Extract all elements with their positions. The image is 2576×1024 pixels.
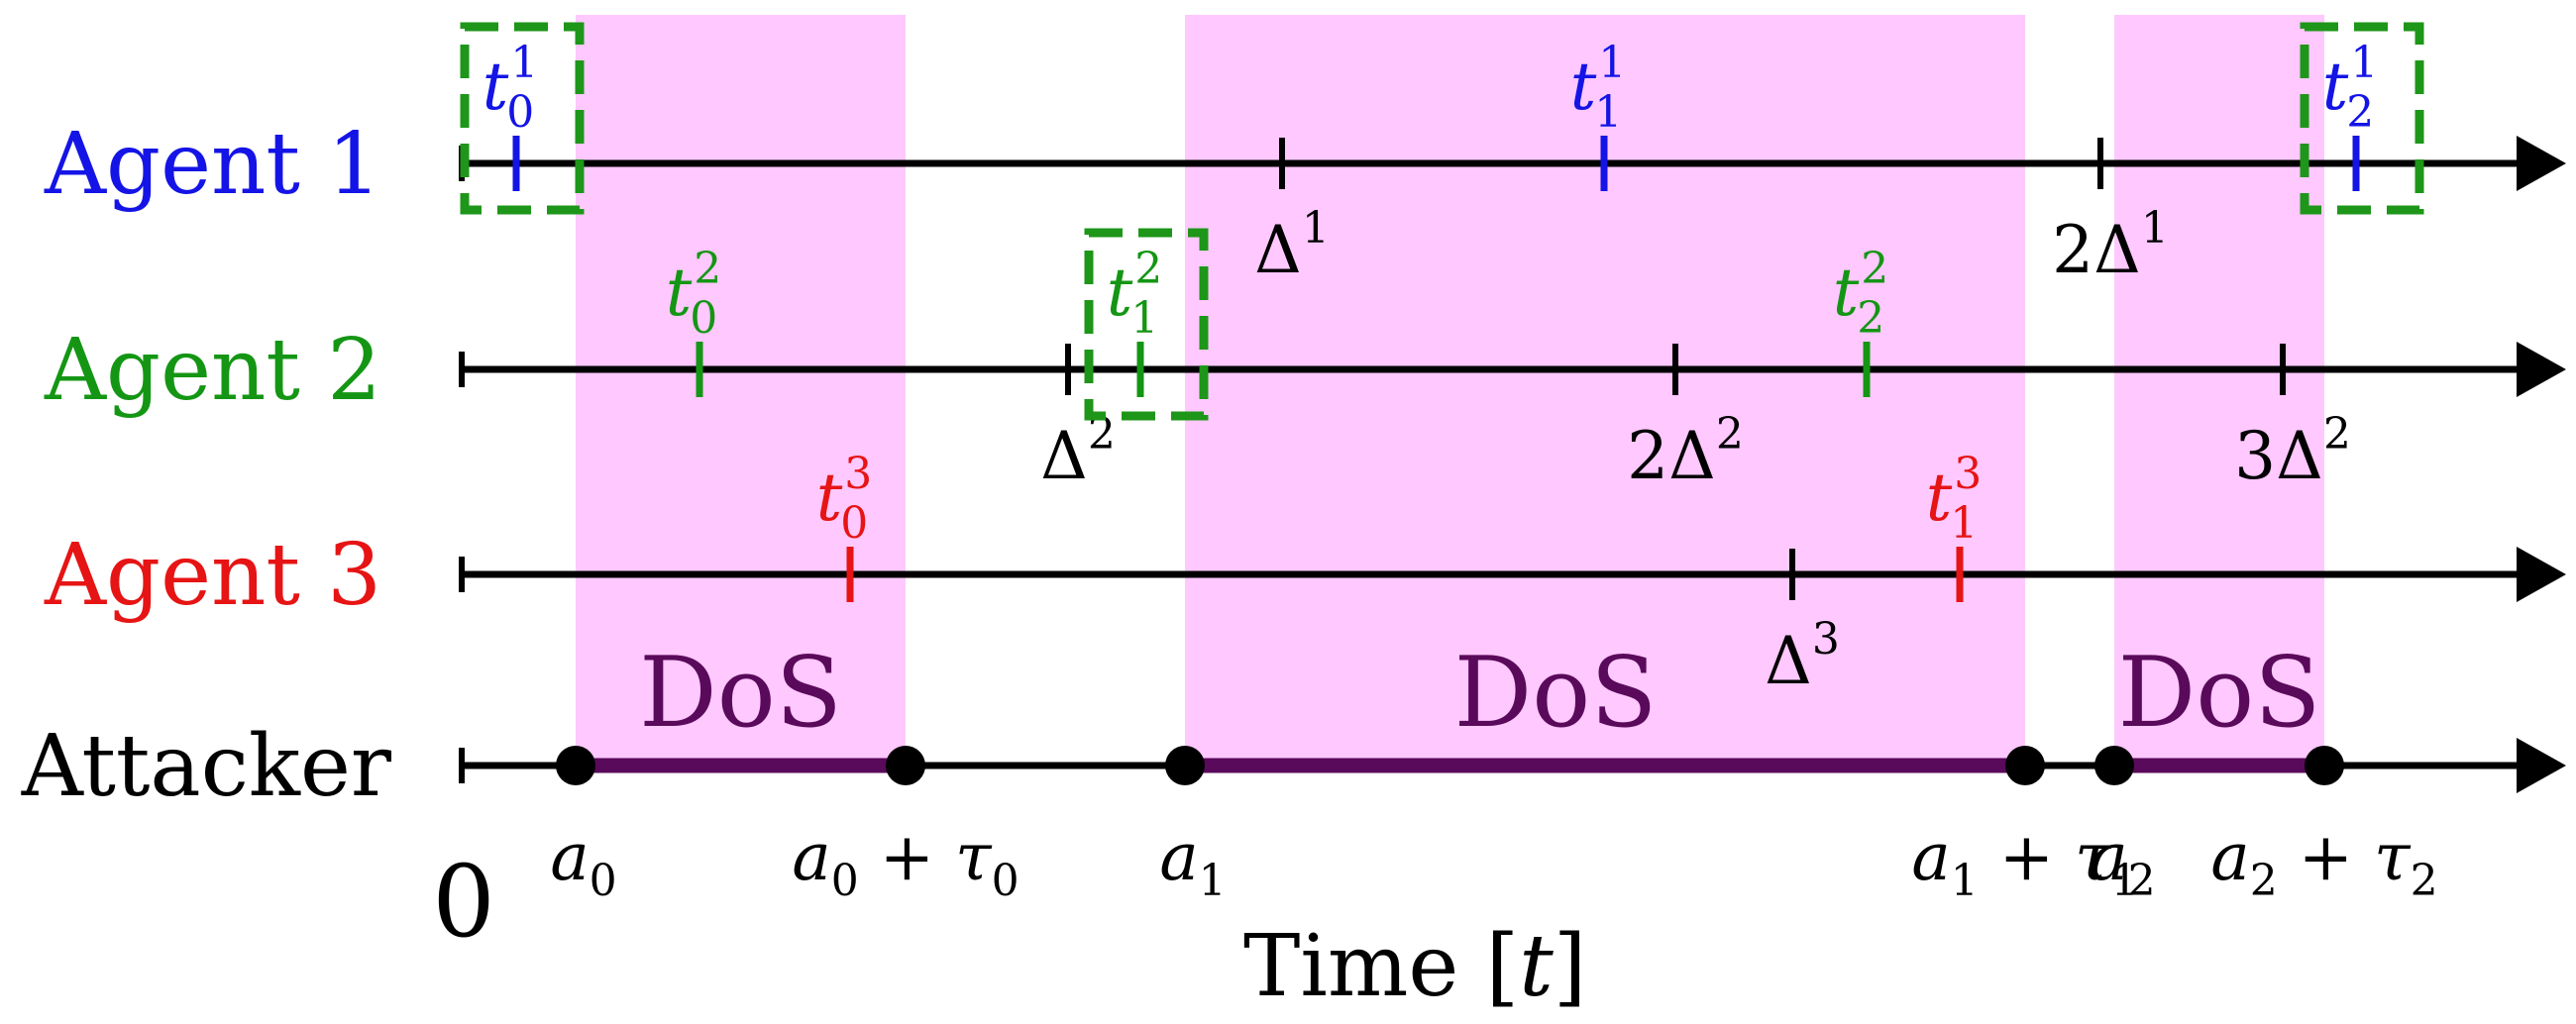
attack-end-label-2: a2 + τ2 xyxy=(2210,819,2437,906)
attack-end-label-0: a0 + τ0 xyxy=(792,819,1019,906)
agent2-period-label-2: 3Δ2 xyxy=(2234,409,2351,494)
agent2-event-label-2: t22 xyxy=(1833,244,1889,344)
agent2-arrow xyxy=(2517,342,2566,397)
agent3-label: Agent 3 xyxy=(44,526,381,625)
attack-start-dot-0 xyxy=(556,746,595,785)
attacker-arrow xyxy=(2517,738,2566,793)
agent3-event-label-0: t03 xyxy=(816,449,873,549)
attack-start-label-0: a0 xyxy=(550,819,616,906)
dos-label-2: DoS xyxy=(2118,637,2321,750)
attack-start-dot-2 xyxy=(2094,746,2134,785)
agent2-period-label-0: Δ2 xyxy=(1040,409,1116,494)
agent2-label: Agent 2 xyxy=(44,321,381,420)
dos-band-0 xyxy=(576,15,906,766)
agent1-label: Agent 1 xyxy=(44,115,381,214)
agent2-event-label-1: t12 xyxy=(1107,244,1163,344)
attack-end-dot-2 xyxy=(2305,746,2344,785)
agent1-arrow xyxy=(2517,136,2566,191)
attack-end-dot-1 xyxy=(2005,746,2045,785)
agent2-event-label-0: t02 xyxy=(666,244,722,344)
x-axis-label: Time [t] xyxy=(1243,917,1586,1016)
attack-start-label-1: a1 xyxy=(1159,819,1226,906)
agent1-event-label-0: t01 xyxy=(483,38,539,138)
agent1-event-box-0 xyxy=(460,22,585,215)
attack-start-dot-1 xyxy=(1165,746,1205,785)
agent3-period-label-0: Δ3 xyxy=(1765,614,1840,699)
attack-start-label-2: a2 xyxy=(2089,819,2155,906)
attack-end-label-1: a1 + τ1 xyxy=(1911,819,2138,906)
agent2-event-box-1 xyxy=(1084,228,1209,421)
dos-band-2 xyxy=(2114,15,2324,766)
timelines xyxy=(459,136,2566,793)
dos-label-1: DoS xyxy=(1454,637,1658,750)
agent2-period-label-1: 2Δ2 xyxy=(1627,409,1744,494)
attacker-label: Attacker xyxy=(21,717,392,816)
attack-end-dot-0 xyxy=(886,746,925,785)
agent3-arrow xyxy=(2517,547,2566,602)
origin-label: 0 xyxy=(432,844,495,960)
dos-label-0: DoS xyxy=(639,637,842,750)
agent1-period-label-0: Δ1 xyxy=(1254,203,1330,288)
agent1-event-box-2 xyxy=(2300,22,2424,215)
agent1-event-label-1: t11 xyxy=(1570,38,1627,138)
agent1-event-label-2: t21 xyxy=(2322,38,2379,138)
agent1-period-label-1: 2Δ1 xyxy=(2052,203,2169,288)
agent3-event-label-1: t13 xyxy=(1926,449,1983,549)
